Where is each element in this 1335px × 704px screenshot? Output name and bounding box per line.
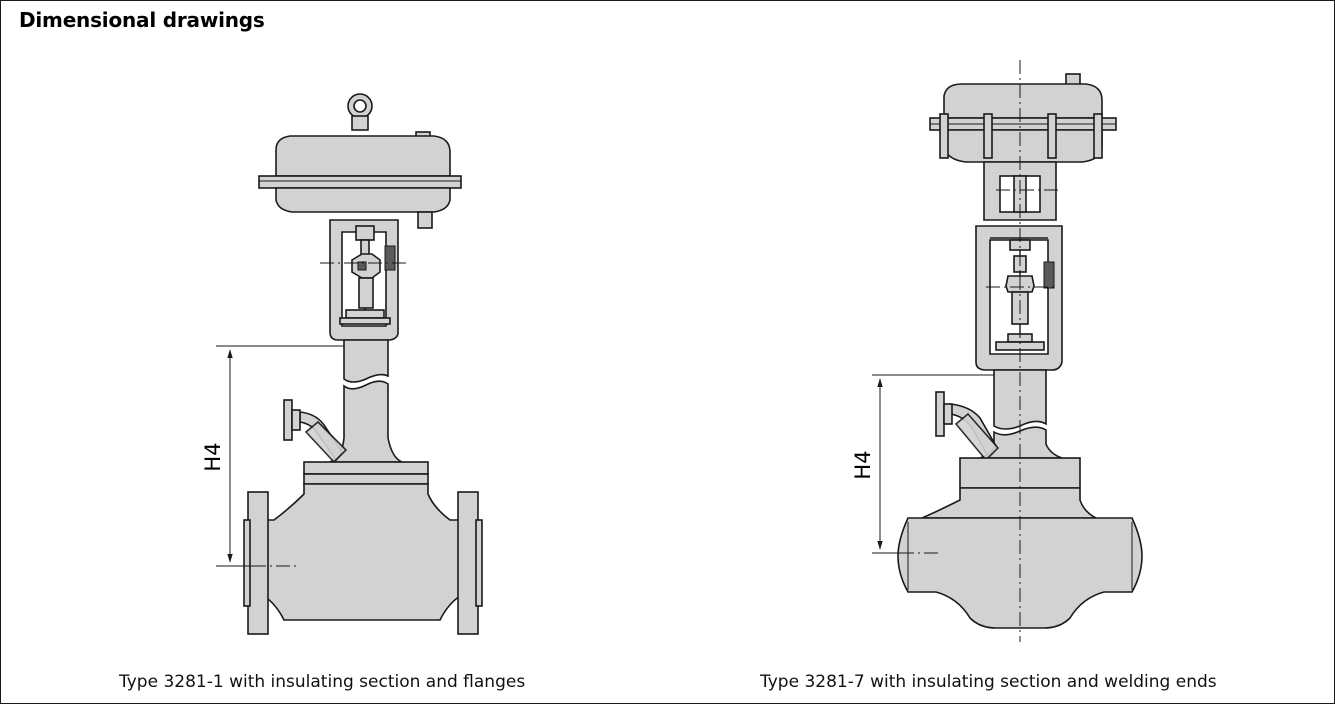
bleed-valve [283,399,348,464]
dimension-label-right: H4 [851,450,875,479]
valve-3281-1 [216,93,483,635]
caption-type-3281-1: Type 3281-1 with insulating section and … [119,672,526,692]
bonnet-flange [263,461,461,621]
bleed-valve-right [935,391,1000,462]
dimension-h4-left [216,345,344,567]
bonnet-right [921,457,1097,519]
actuator-diaphragm-right [929,83,1117,163]
caption-type-3281-7: Type 3281-7 with insulating section and … [760,672,1217,692]
lifting-eye [347,93,373,131]
pipe-flanges [243,491,483,635]
stem-coupling [339,225,391,325]
actuator-diaphragm [258,135,462,229]
valve-3281-7 [872,60,1143,642]
section-title: Dimensional drawings [19,8,265,32]
dimension-h4-right [872,374,994,554]
dimension-label-left: H4 [201,442,225,471]
